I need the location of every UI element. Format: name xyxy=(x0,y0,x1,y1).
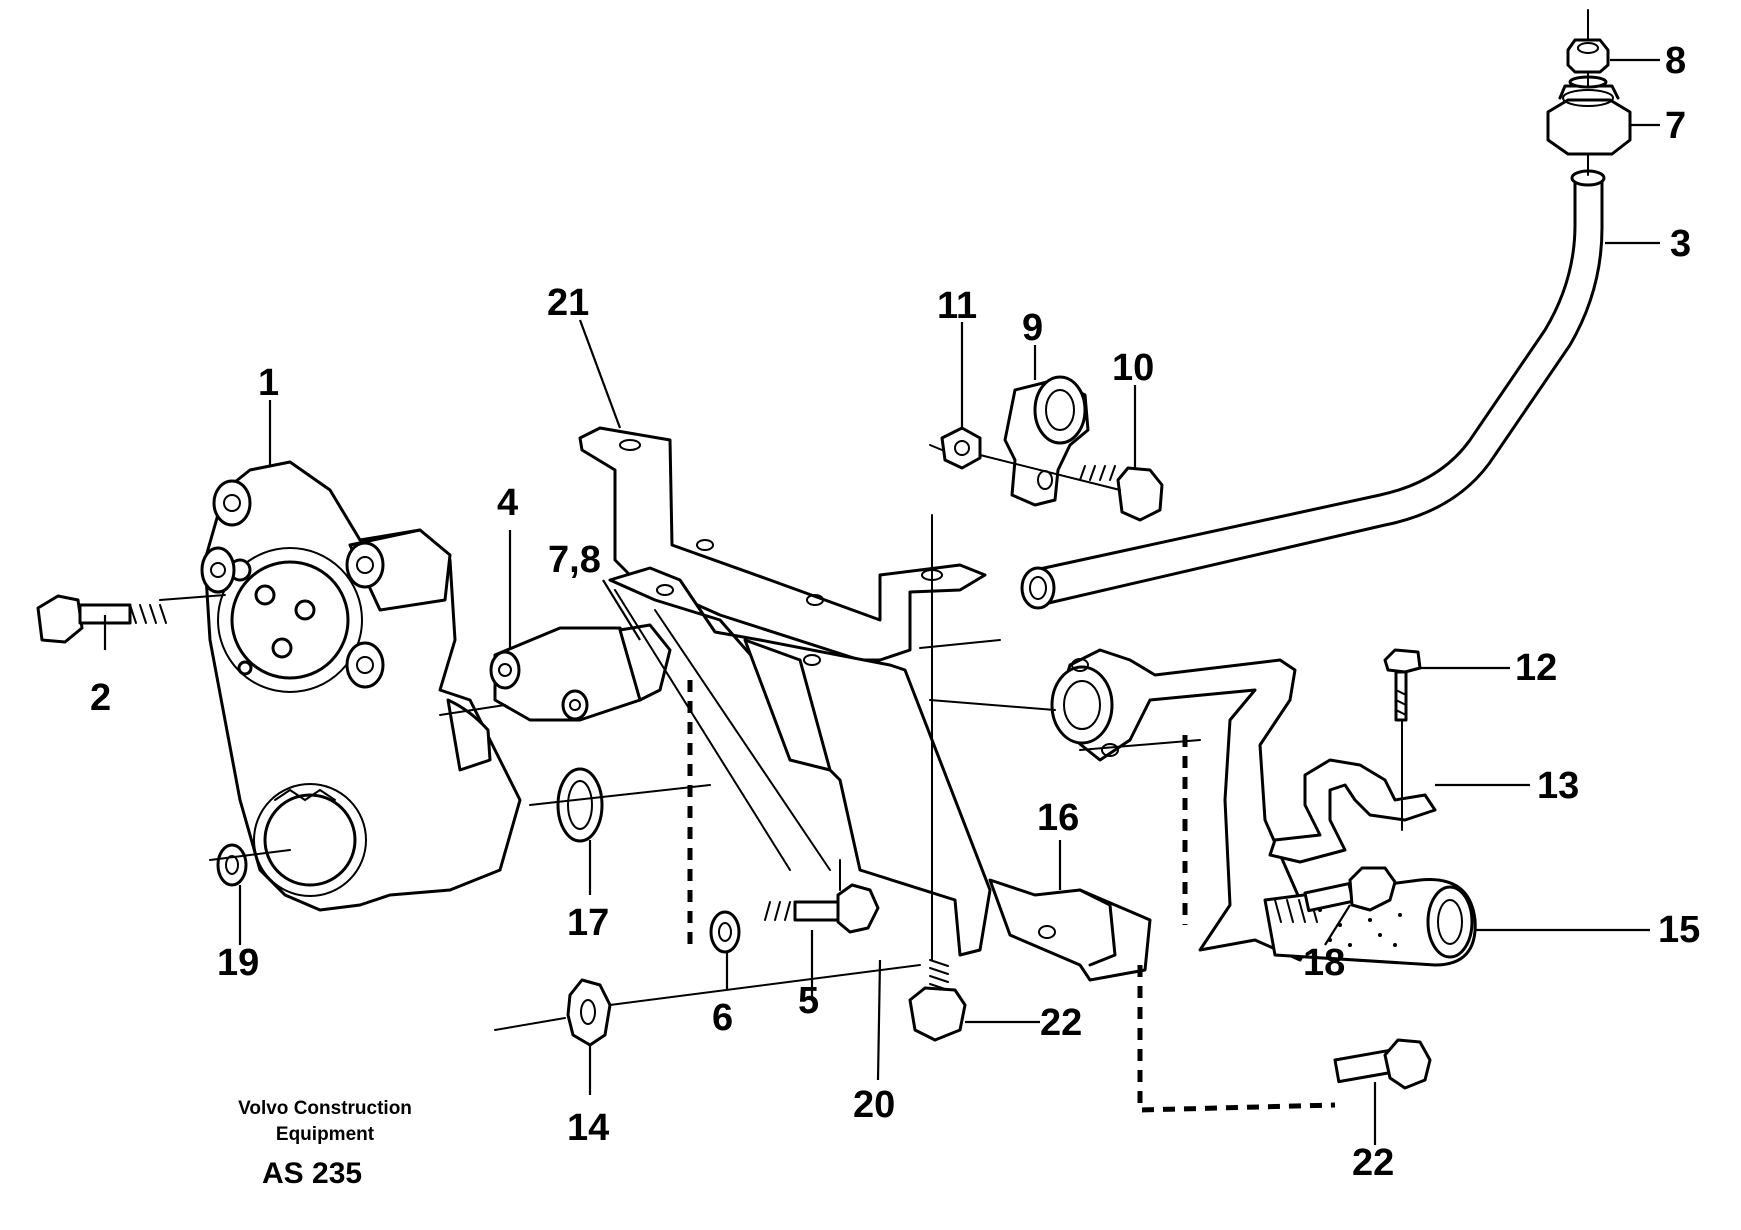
bolt-22-lower xyxy=(1333,1038,1432,1090)
callout-22-upper: 22 xyxy=(1040,1002,1082,1044)
bolt-5 xyxy=(764,883,880,934)
screw-12 xyxy=(1383,648,1422,722)
washer-6 xyxy=(709,910,741,954)
callout-5: 5 xyxy=(798,980,819,1022)
callout-15: 15 xyxy=(1658,909,1700,951)
plug-8 xyxy=(1566,38,1610,89)
credit-line-2: Equipment xyxy=(276,1124,375,1145)
nut-11 xyxy=(940,426,982,470)
screw-10 xyxy=(1079,465,1164,522)
union-nut-7 xyxy=(1546,84,1632,156)
callout-17: 17 xyxy=(567,902,609,944)
callout-11: 11 xyxy=(937,285,977,327)
drawing-code: AS 235 xyxy=(262,1157,362,1190)
callout-21: 21 xyxy=(547,282,589,324)
o-ring-17 xyxy=(556,767,604,843)
bracket-16 xyxy=(988,878,1152,982)
dashed-alignment-lines xyxy=(687,680,1336,1113)
callout-1: 1 xyxy=(258,362,279,404)
clamp-9 xyxy=(1003,375,1090,507)
callout-13: 13 xyxy=(1537,765,1579,807)
callout-16: 16 xyxy=(1037,797,1079,839)
credit-line-1: Volvo Construction xyxy=(238,1098,412,1119)
callout-9: 9 xyxy=(1022,307,1043,349)
nut-14 xyxy=(566,978,612,1047)
bolt-2 xyxy=(36,594,167,644)
pipe-coupling-4 xyxy=(489,623,672,722)
oil-pipe-3 xyxy=(1020,169,1606,610)
callout-12: 12 xyxy=(1515,647,1557,689)
callout-10: 10 xyxy=(1112,347,1154,389)
callout-14: 14 xyxy=(567,1107,609,1149)
callout-4: 4 xyxy=(497,482,518,524)
bracket-20 xyxy=(608,566,992,957)
callout-18: 18 xyxy=(1303,942,1345,984)
oil-pump-assembly xyxy=(200,460,522,912)
pipe-clip-13 xyxy=(1268,758,1437,864)
assembly-axes xyxy=(159,9,1589,1031)
leader-lines xyxy=(103,58,1660,1145)
callout-20: 20 xyxy=(853,1084,895,1126)
callout-labels: 1 2 3 4 5 6 7 8 7,8 9 10 11 12 13 14 15 … xyxy=(90,40,1700,1184)
callout-6: 6 xyxy=(712,997,733,1039)
callout-7-8: 7,8 xyxy=(548,539,601,581)
callout-3: 3 xyxy=(1670,223,1691,265)
bolt-18 xyxy=(1274,866,1397,923)
callout-2: 2 xyxy=(90,677,111,719)
callout-7: 7 xyxy=(1665,105,1686,147)
credit-block: Volvo Construction Equipment AS 235 xyxy=(238,1098,412,1190)
bolt-22-upper xyxy=(908,959,967,1042)
washer-19 xyxy=(216,843,248,887)
callout-22-lower: 22 xyxy=(1352,1142,1394,1184)
callout-19: 19 xyxy=(217,942,259,984)
callout-8: 8 xyxy=(1665,40,1686,82)
